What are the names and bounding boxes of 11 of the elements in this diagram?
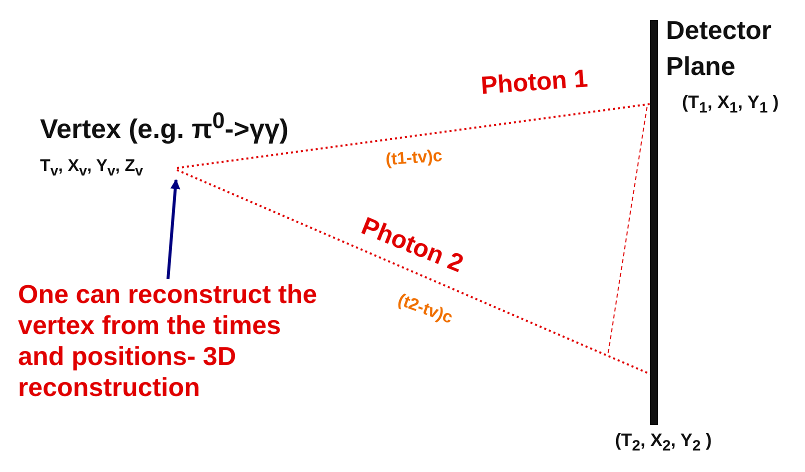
hit-coordinates: (T$_{2}$, X$_{2}$, Y$_{2}$ ) bbox=[615, 430, 712, 455]
photon-label: Photon 1 bbox=[480, 64, 589, 101]
hit-coordinates: (T$_{1}$, X$_{1}$, Y$_{1}$ ) bbox=[682, 92, 779, 117]
distance-label: (t1-tv)c bbox=[385, 146, 443, 170]
detector-heading: Detector Plane bbox=[666, 14, 772, 83]
photon-path bbox=[176, 169, 650, 375]
arrow bbox=[166, 179, 180, 280]
explanation-note: One can reconstruct the vertex from the times and positions- 3D reconstruction bbox=[18, 279, 333, 411]
vertex-heading: Vertex (e.g. π$^{0}$->γγ) bbox=[40, 108, 289, 146]
photon-path bbox=[176, 103, 650, 169]
vertex-coordinates: T$_{v}$, X$_{v}$, Y$_{v}$, Z$_{v}$ bbox=[40, 156, 177, 180]
